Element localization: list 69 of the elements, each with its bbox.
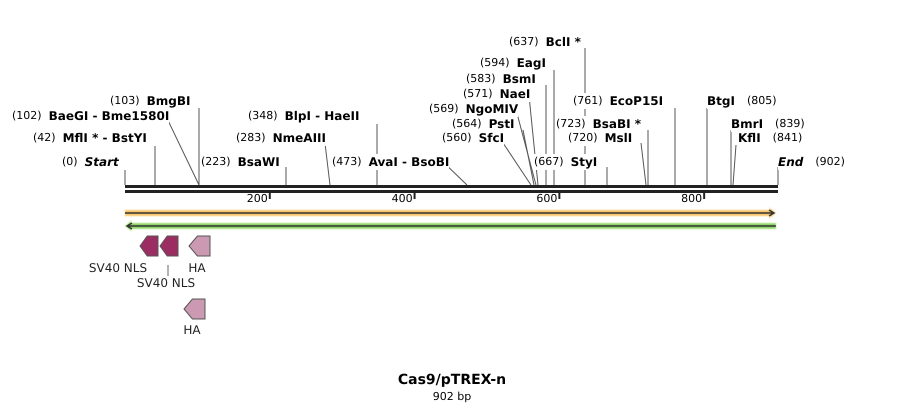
enzyme-name: BtgI <box>707 93 735 109</box>
enzyme-name: BmrI <box>731 116 764 132</box>
feature-label: SV40 NLS <box>88 260 148 276</box>
site-position: (42) <box>33 130 56 146</box>
site-position: (761) <box>573 93 603 109</box>
site-position: (102) <box>12 108 42 124</box>
site-position: (223) <box>201 154 231 170</box>
enzyme-name: BmgBI <box>146 93 190 109</box>
leader-line <box>448 166 468 186</box>
enzyme-name: PstI <box>488 116 515 132</box>
enzyme-name: BaeGI - Bme1580I <box>48 108 170 124</box>
enzyme-name: BsmI <box>502 71 536 87</box>
enzyme-name: MslI <box>604 130 632 146</box>
site-position: (0) <box>62 154 78 170</box>
site-position: (637) <box>509 34 539 50</box>
scale-label: 400 <box>392 192 413 205</box>
leader-line <box>522 130 534 186</box>
enzyme-name: EagI <box>516 55 546 71</box>
map-title: Cas9/pTREX-n <box>398 372 506 388</box>
enzyme-name: AvaI - BsoBI <box>368 154 450 170</box>
site-position: (594) <box>480 55 510 71</box>
site-position: (103) <box>110 93 140 109</box>
site-position: (723) <box>556 116 586 132</box>
site-position: (564) <box>452 116 482 132</box>
enzyme-name: NgoMIV <box>466 101 518 117</box>
feature-label: HA <box>183 322 201 338</box>
site-position: (283) <box>236 130 266 146</box>
enzyme-name: NaeI <box>500 86 530 102</box>
sequence-length: 902 bp <box>432 390 472 403</box>
leader-line <box>606 166 608 186</box>
site-position: (805) <box>746 93 777 109</box>
enzyme-name: SfcI <box>478 130 504 146</box>
site-position: (841) <box>772 130 802 146</box>
site-position: (667) <box>534 154 564 170</box>
site-position: (583) <box>466 71 496 87</box>
leader-line <box>730 130 732 186</box>
leader-line <box>124 170 126 186</box>
enzyme-name: EcoP15I <box>610 93 664 109</box>
scale-label: 200 <box>246 192 268 205</box>
site-position: (902) <box>815 154 845 170</box>
site-position: (571) <box>463 86 493 102</box>
enzyme-name: BclI * <box>546 34 581 50</box>
leader-line <box>168 120 200 186</box>
enzyme-name: BlpI - HaeII <box>284 108 360 124</box>
site-position: (720) <box>568 130 598 146</box>
enzyme-name: Start <box>84 154 119 170</box>
feature-label: SV40 NLS <box>136 275 196 291</box>
site-position: (560) <box>442 130 472 146</box>
leader-line <box>732 144 736 186</box>
enzyme-name: KflI <box>738 130 761 146</box>
enzyme-name: MflI * - BstYI <box>62 130 147 146</box>
enzyme-name: End <box>778 154 804 170</box>
enzyme-name: NmeAIII <box>272 130 326 146</box>
site-position: (839) <box>775 116 805 132</box>
enzyme-name: StyI <box>570 154 598 170</box>
site-position: (569) <box>429 101 459 117</box>
leader-line <box>640 142 646 186</box>
scale-label: 600 <box>536 192 558 205</box>
site-position: (473) <box>332 154 362 170</box>
scale-label: 800 <box>681 192 702 205</box>
leader-line <box>502 142 532 186</box>
feature-label: HA <box>188 260 206 276</box>
leader-line <box>706 108 708 186</box>
enzyme-name: BsaWI <box>238 154 280 170</box>
leader-line <box>198 108 200 186</box>
leader-line <box>674 108 676 186</box>
site-position: (348) <box>248 108 278 124</box>
leader-line <box>154 146 156 186</box>
enzyme-name: BsaBI * <box>592 116 642 132</box>
